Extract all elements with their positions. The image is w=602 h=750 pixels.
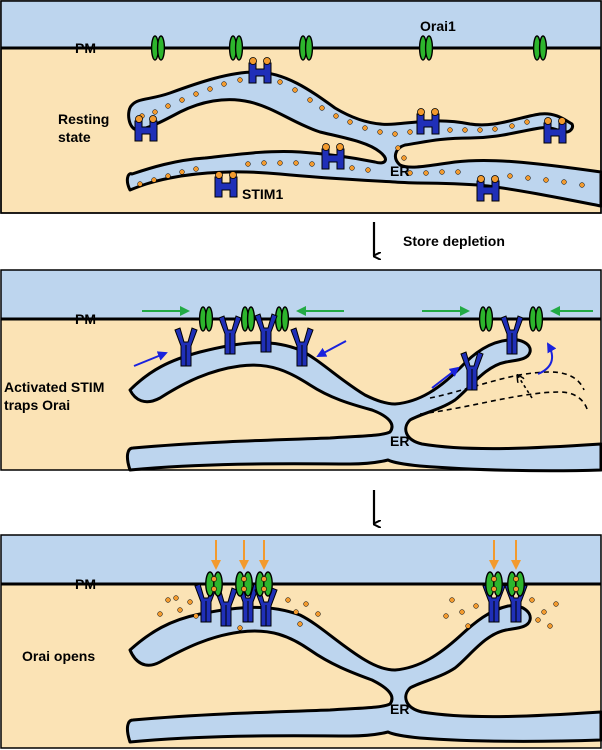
- migration-arrows: [133, 306, 593, 389]
- er-label: ER: [390, 163, 409, 179]
- transition-1: Store depletion: [372, 222, 505, 256]
- blue-arrow: [133, 351, 168, 367]
- pm-label: PM: [75, 311, 96, 327]
- side-label-line-1: Orai opens: [22, 648, 95, 664]
- side-label-line-2: traps Orai: [4, 397, 70, 413]
- orai-channels-open: [205, 571, 525, 597]
- former-er-outline: [419, 371, 589, 415]
- blue-arrow: [316, 340, 347, 357]
- side-label-line-2: state: [58, 129, 91, 145]
- side-label-line-1: Activated STIM: [4, 379, 104, 395]
- cytosolic-calcium-ions: [157, 595, 559, 631]
- er-label: ER: [390, 433, 409, 449]
- panel-orai-opens: PM ER Orai opens: [0, 534, 602, 749]
- er-network: [125, 604, 602, 744]
- calcium-influx-arrows: [211, 540, 521, 570]
- er-label: ER: [390, 701, 409, 717]
- side-label-line-1: Resting: [58, 111, 109, 127]
- panel-resting: PM Orai1 ER STIM1 Resting state: [0, 0, 602, 214]
- blue-arrow: [431, 366, 460, 389]
- pm-label: PM: [75, 576, 96, 592]
- orai1-label: Orai1: [420, 18, 456, 34]
- er-network: [125, 338, 602, 473]
- transition-label: Store depletion: [403, 233, 505, 249]
- blue-arrow: [537, 342, 557, 375]
- er-network: [125, 70, 602, 208]
- panel-activated: PM ER Activated STIM traps Orai: [0, 269, 602, 473]
- stim1-label: STIM1: [242, 186, 283, 202]
- pm-label: PM: [75, 40, 96, 56]
